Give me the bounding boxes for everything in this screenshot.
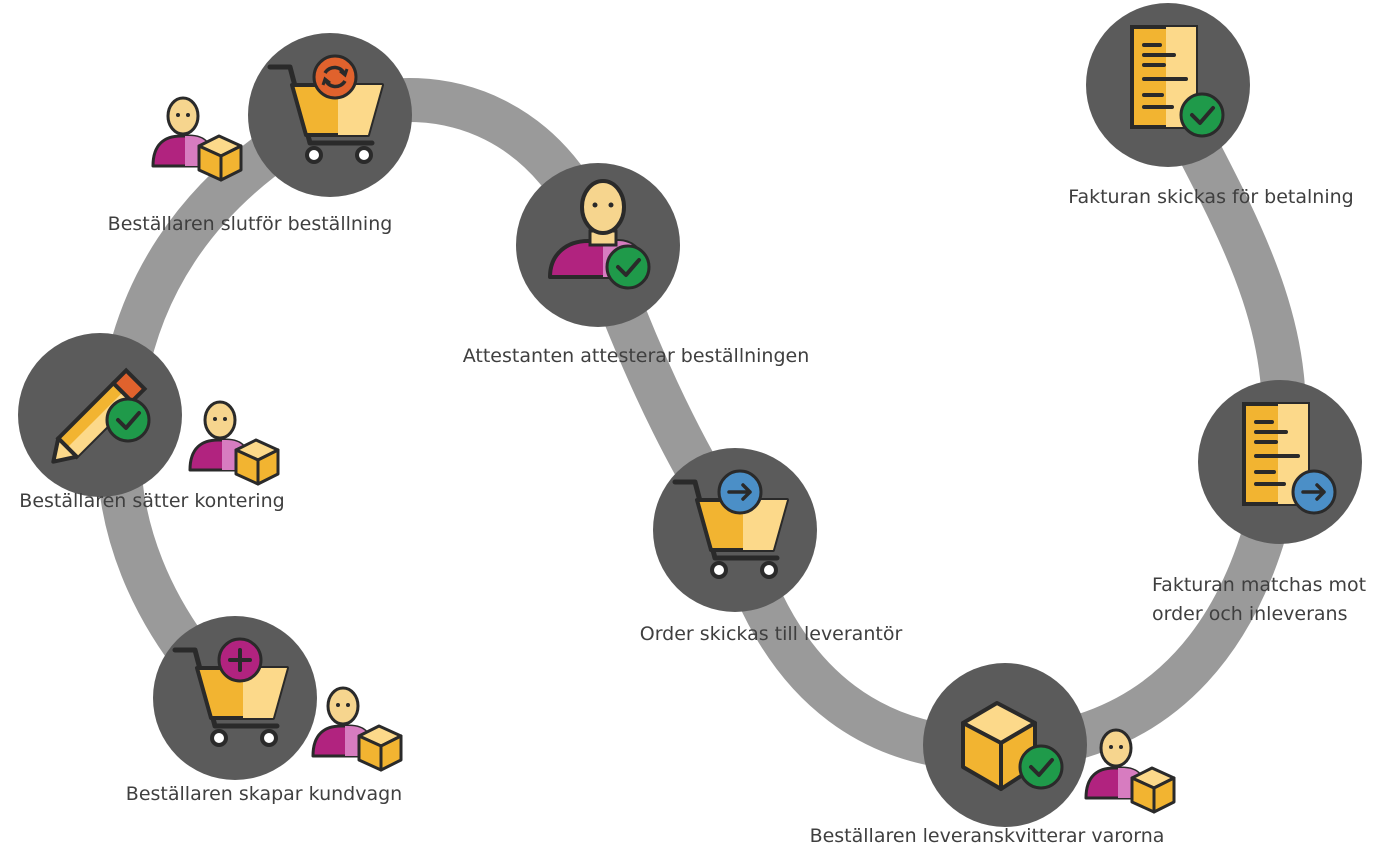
step-set-accounting <box>18 333 182 497</box>
step-label-approve: Attestanten attesterar beställningen <box>463 345 810 367</box>
step-label-complete-order: Beställaren slutför beställning <box>108 213 393 235</box>
cart-add-icon <box>172 637 289 747</box>
approver-check-icon <box>548 179 651 290</box>
step-create-cart <box>153 616 317 780</box>
invoice-arrow-icon <box>1242 402 1337 515</box>
step-label-match-invoice-line-1: Fakturan matchas mot <box>1152 574 1366 596</box>
step-approve <box>516 163 680 327</box>
orderer-icon <box>151 96 243 182</box>
step-label-send-invoice: Fakturan skickas för betalning <box>1068 186 1353 208</box>
step-complete-order <box>248 33 412 197</box>
box-check-icon <box>961 701 1064 791</box>
step-send-order <box>653 448 817 612</box>
pencil-check-icon <box>51 367 151 464</box>
orderer-icon <box>188 400 280 486</box>
cart-refresh-icon <box>267 54 384 164</box>
step-match-invoice <box>1198 380 1362 544</box>
step-label-receive-goods: Beställaren leveranskvitterar varorna <box>810 825 1165 847</box>
orderer-icon <box>1084 728 1176 814</box>
step-label-set-accounting: Beställaren sätter kontering <box>19 490 284 512</box>
step-label-send-order: Order skickas till leverantör <box>640 623 903 645</box>
invoice-check-icon <box>1130 25 1225 138</box>
step-send-invoice <box>1086 3 1250 167</box>
step-receive-goods <box>923 663 1087 827</box>
cart-arrow-icon <box>672 469 789 579</box>
orderer-icon <box>311 686 403 772</box>
step-label-create-cart: Beställaren skapar kundvagn <box>126 783 402 805</box>
step-label-match-invoice-line-2: order och inleverans <box>1152 603 1347 625</box>
